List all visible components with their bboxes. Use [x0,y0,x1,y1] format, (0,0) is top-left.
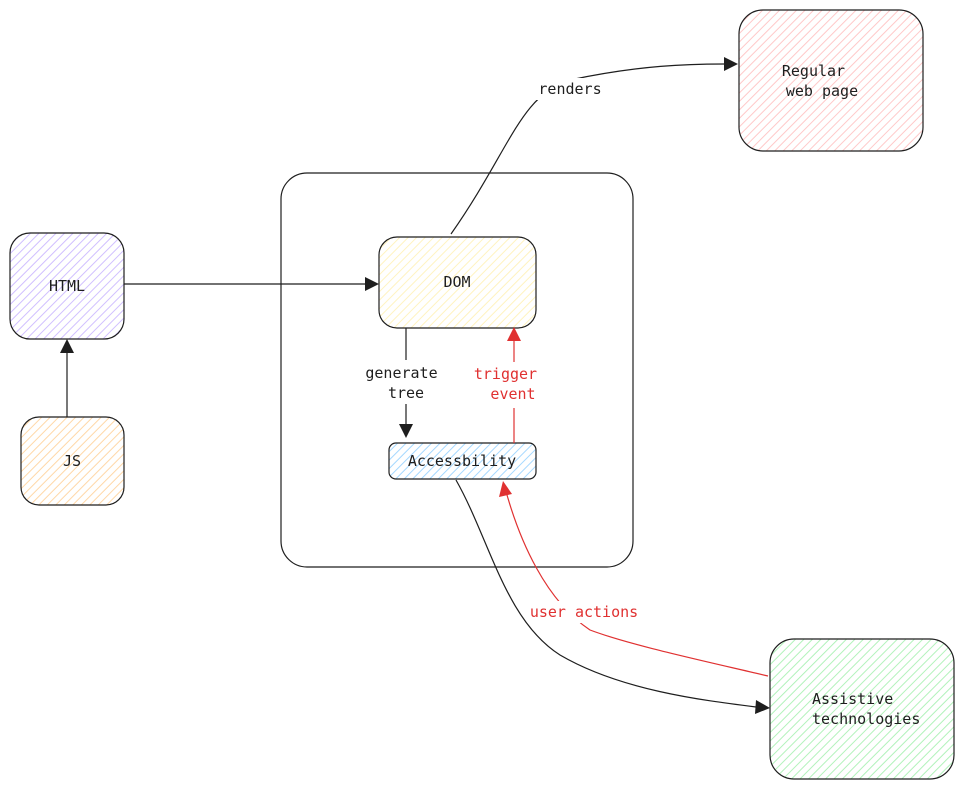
edge-trigger-event-arrowhead [507,327,521,341]
browser-container [280,172,634,568]
assistive-node: Assistive technologies [769,638,955,780]
regular-page-box [738,9,924,152]
edge-trigger-event-label: trigger event [474,365,546,403]
js-node: JS [20,416,125,506]
regular-page-label-line-2: web page [786,82,858,100]
html-label: HTML [49,277,85,295]
edge-generate-tree-label-line-1: generate [365,364,437,382]
edge-js-to-html [60,339,74,417]
edge-trigger-event-label-line-1: trigger [474,365,537,383]
js-label: JS [63,452,81,470]
accessibility-box [388,442,537,480]
edge-renders-arrowhead [724,57,738,71]
assistive-box [769,638,955,780]
edge-user-actions-label-bg [529,601,639,623]
edge-renders-label-bg [533,78,605,100]
edge-user-actions-curve [506,494,769,677]
assistive-label-line-2: technologies [812,710,920,728]
edge-renders: renders [450,57,738,235]
regular-page-label-line-1: Regular [782,62,845,80]
accessibility-node: Accessbility [388,442,537,480]
regular-page-label: Regular web page [782,62,858,100]
edge-js-to-html-arrowhead [60,339,74,353]
regular-page-node: Regular web page [738,9,924,152]
edge-html-to-dom-arrowhead [365,277,379,291]
assistive-label: Assistive technologies [812,690,920,728]
edge-accessibility-to-assistive [455,479,770,714]
edge-generate-tree: generate tree [365,328,446,438]
edge-generate-tree-label: generate tree [365,364,446,402]
edge-trigger-event-label-line-2: event [490,385,535,403]
dom-label: DOM [443,273,470,291]
edge-user-actions: user actions [499,481,769,677]
html-node: HTML [9,232,125,340]
edge-html-to-dom [124,277,379,291]
edge-accessibility-to-assistive-curve [455,479,757,708]
dom-box [378,236,537,329]
edge-renders-label: renders [538,80,601,98]
edge-generate-tree-label-line-2: tree [388,384,424,402]
accessibility-label: Accessbility [408,452,516,470]
edge-generate-tree-arrowhead [399,424,413,438]
js-box [20,416,125,506]
assistive-label-line-1: Assistive [812,690,893,708]
edge-user-actions-label: user actions [530,603,638,621]
dom-node: DOM [378,236,537,329]
edge-user-actions-arrowhead [499,481,512,497]
edge-trigger-event: trigger event [474,327,546,443]
edge-accessibility-to-assistive-arrowhead [755,700,770,714]
